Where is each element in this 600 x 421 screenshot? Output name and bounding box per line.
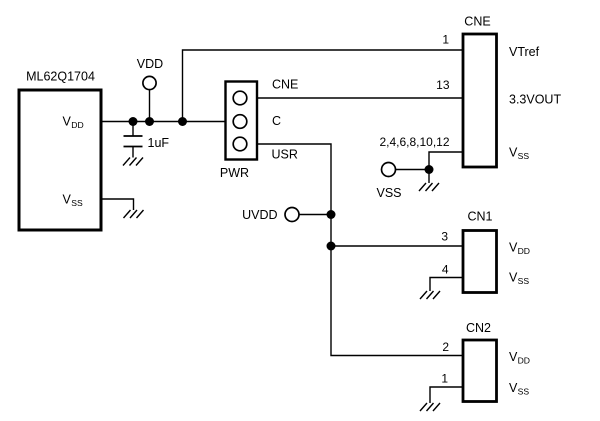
ground-symbol-cn1-vss: [419, 290, 441, 300]
cn1-connector-box: [461, 229, 498, 294]
vss-terminal-circle: [380, 161, 397, 178]
vdd-terminal-circle: [142, 75, 157, 91]
ground-symbol-cne-vss: [418, 182, 440, 192]
uvdd-terminal-circle: [284, 206, 300, 223]
cn1-signal-vss-label: V: [509, 271, 518, 285]
capacitor-value-label: 1uF: [148, 136, 170, 150]
cn1-name-label: CN1: [467, 210, 492, 224]
cne-signal-vout-label: 3.3VOUT: [509, 93, 561, 107]
cn2-signal-vdd-label: V: [509, 350, 518, 364]
pwr-pin-usr-circle: [232, 136, 248, 152]
ground-symbol-mcu-vss: [122, 209, 145, 219]
ground-symbol-cn2-vss: [419, 402, 441, 412]
junction-dot: [326, 210, 336, 219]
junction-dot: [178, 117, 187, 126]
pwr-pin-c-circle: [232, 113, 248, 130]
pwr-pin-cne-circle: [232, 90, 248, 106]
vdd-terminal-label: VDD: [137, 57, 163, 71]
cn2-name-label: CN2: [466, 321, 491, 335]
cn2-signal-vss-subscript: SS: [518, 387, 530, 397]
cn2-signal-vdd-subscript: DD: [518, 356, 530, 366]
wire-usr-riser: [247, 143, 463, 357]
wire-mcu-vss-ground: [101, 198, 135, 210]
vss-terminal-label: VSS: [376, 186, 401, 200]
cn1-signal-vss-subscript: SS: [518, 276, 530, 286]
mcu-pin-vdd-label: V: [63, 115, 72, 129]
pwr-pin-cne-label: CNE: [272, 78, 298, 92]
cne-vss-pin-numbers: 2,4,6,8,10,12: [379, 135, 449, 149]
cne-signal-vss-label: V: [509, 146, 518, 160]
junction-dot: [128, 117, 138, 126]
ground-symbol-capacitor: [122, 156, 144, 167]
mcu-pin-vss-label: V: [63, 193, 72, 207]
junction-dot: [326, 241, 336, 251]
mcu-name-label: ML62Q1704: [26, 70, 95, 84]
cn1-pin4-number: 4: [442, 263, 449, 277]
wire-cne-vss-pin: [428, 151, 463, 183]
cn1-signal-vdd-subscript: DD: [518, 246, 530, 256]
cn2-pin2-number: 2: [442, 340, 449, 354]
pwr-header-name-label: PWR: [220, 166, 249, 180]
junction-dot: [145, 117, 154, 126]
cne-pin13-number: 13: [436, 78, 450, 92]
mcu-box: [17, 88, 103, 232]
cn2-connector-box: [461, 338, 498, 403]
cne-name-label: CNE: [464, 15, 490, 29]
cn1-pin3-number: 3: [441, 230, 448, 244]
wire-vtref-riser: [181, 49, 463, 122]
junction-dot: [424, 165, 434, 174]
cne-signal-vtref-label: VTref: [509, 45, 540, 59]
pwr-pin-c-label: C: [272, 114, 281, 128]
mcu-pin-vss-subscript: SS: [71, 198, 83, 208]
pwr-pin-usr-label: USR: [272, 148, 298, 162]
cn2-signal-vss-label: V: [509, 381, 518, 395]
uvdd-terminal-label: UVDD: [242, 208, 277, 222]
cne-connector-box: [461, 32, 498, 169]
cne-pin1-number: 1: [442, 33, 449, 47]
wire-cn1-pin4-ground: [429, 276, 463, 291]
wire-cn2-pin1-ground: [429, 386, 463, 403]
cn1-signal-vdd-label: V: [509, 241, 518, 255]
mcu-pin-vdd-subscript: DD: [71, 120, 83, 130]
cn2-pin1-number: 1: [441, 372, 448, 386]
cne-signal-vss-subscript: SS: [518, 151, 530, 161]
